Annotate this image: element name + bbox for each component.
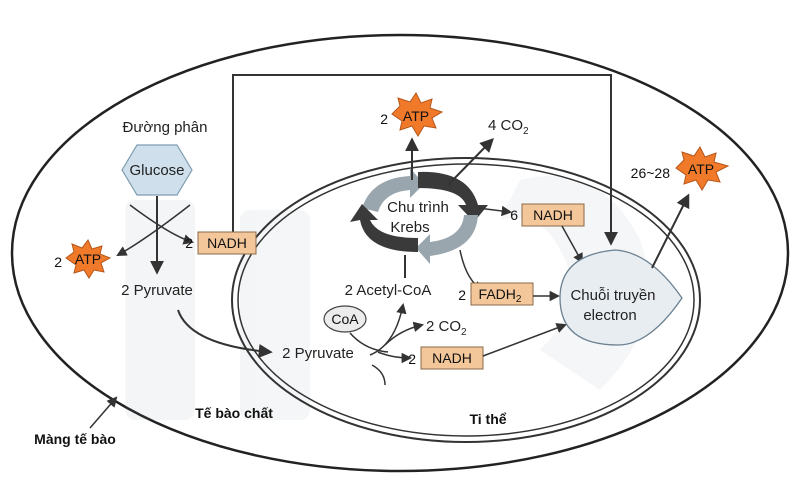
arrow-glycolysis-to-nadh <box>129 204 195 245</box>
atp-glycolysis-burst <box>65 239 112 279</box>
glucose-node: Glucose <box>121 144 193 196</box>
curve-pyruvate-tail <box>371 364 386 386</box>
atp-krebs-burst <box>391 92 444 137</box>
coa-label: CoA <box>331 311 359 327</box>
co2-krebs-label: 4 CO2 <box>488 117 529 137</box>
nadh-krebs-coef: 6 <box>510 207 518 223</box>
arrow-to-co2 <box>384 321 425 346</box>
atp-krebs-label: ATP <box>403 108 429 124</box>
arrow-nadh-pyruvate-to-etc <box>482 323 567 357</box>
mitochondrion-label: Ti thể <box>469 411 506 427</box>
cytoplasm-label: Tế bào chất <box>195 405 273 421</box>
nadh-pyruvate-box <box>420 346 484 370</box>
arrow-to-nadh-pyruvate <box>377 351 413 364</box>
mitochondrion-inner-membrane <box>237 163 695 437</box>
glucose-label: Glucose <box>129 162 184 179</box>
mitochondrion-outer-membrane <box>231 157 701 443</box>
atp-glycolysis-label: ATP <box>75 251 101 267</box>
nadh-glycolysis-coef: 2 <box>185 235 193 251</box>
cell-membrane-outline <box>10 33 790 473</box>
atp-etc-coef: 26~28 <box>631 165 671 181</box>
krebs-label-line2: Krebs <box>390 219 429 236</box>
arrow-coa-input <box>349 332 389 353</box>
atp-etc-label: ATP <box>688 161 714 177</box>
nadh-pyruvate-coef: 2 <box>408 351 416 367</box>
acetyl-coa-label: 2 Acetyl-CoA <box>345 282 432 299</box>
connector-nadh-to-etc <box>232 74 618 246</box>
fadh2-coef: 2 <box>458 287 466 303</box>
etc-node: Chuỗi truyền electron <box>559 249 683 346</box>
arrow-nadh-krebs-to-etc <box>561 225 584 264</box>
nadh-glycolysis-label: NADH <box>207 235 247 251</box>
arrow-glycolysis-to-atp <box>116 204 191 257</box>
coa-node: CoA <box>323 305 367 333</box>
atp-etc-burst <box>675 146 730 191</box>
arrow-krebs-to-co2 <box>447 137 494 186</box>
etc-label-line1: Chuỗi truyền <box>570 287 655 304</box>
pyruvate-mito: 2 Pyruvate <box>282 345 354 362</box>
krebs-label-line1: Chu trình <box>387 199 449 216</box>
arrow-etc-to-atp <box>651 193 690 269</box>
co2-pyruvate-label: 2 CO2 <box>426 318 467 338</box>
cell-membrane-label: Màng tế bào <box>34 431 116 447</box>
fadh2-label: FADH2 <box>479 286 522 305</box>
krebs-arrow-dark-right <box>418 171 488 222</box>
glycolysis-title: Đường phân <box>123 119 208 136</box>
arrow-pyruvate-into-mito <box>177 309 273 358</box>
arrow-krebs-to-nadh <box>477 205 513 217</box>
krebs-arrow-dark-left <box>350 204 418 252</box>
arrow-pyruvate-to-acetylcoa <box>369 302 407 356</box>
pyruvate-cytoplasm: 2 Pyruvate <box>121 282 193 299</box>
atp-glycolysis-coef: 2 <box>54 254 62 270</box>
krebs-arrow-gray-top <box>362 168 424 212</box>
etc-label-line2: electron <box>583 307 636 324</box>
atp-krebs-coef: 2 <box>380 111 388 127</box>
krebs-cycle: Chu trình Krebs <box>350 168 488 264</box>
nadh-krebs-box <box>521 203 585 227</box>
krebs-arrow-gray-bottom <box>416 215 478 264</box>
nadh-krebs-label: NADH <box>533 207 573 223</box>
cell-membrane-pointer <box>89 396 118 429</box>
nadh-glycolysis-box <box>197 231 257 255</box>
fadh2-box <box>470 282 534 306</box>
nadh-pyruvate-label: NADH <box>432 350 472 366</box>
